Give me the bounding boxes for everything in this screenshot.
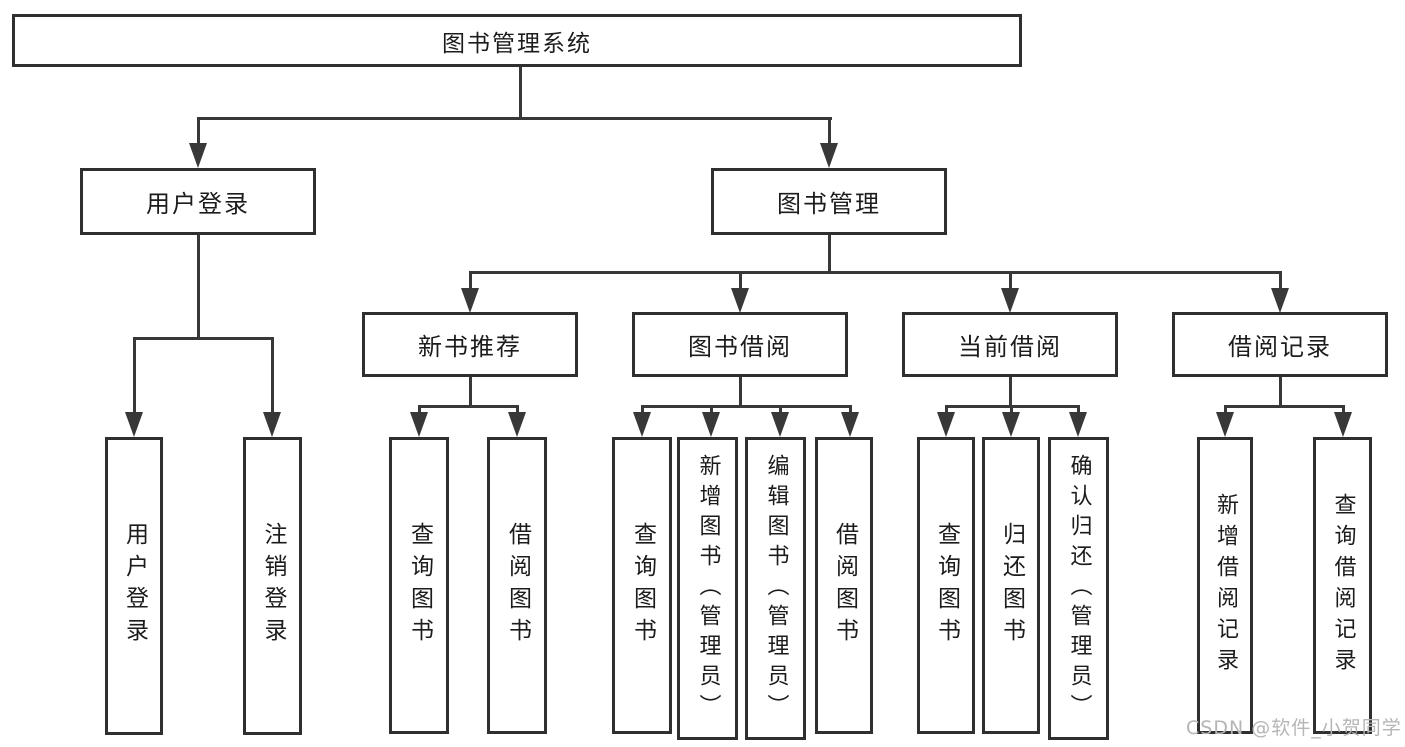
connector-arrow (1271, 288, 1289, 313)
connector-line (778, 405, 782, 414)
connector-line (1009, 405, 1013, 414)
connector-arrow (820, 143, 838, 168)
connector-line (518, 66, 522, 120)
node-root: 图书管理系统 (12, 14, 1022, 67)
connector-line (1008, 377, 1012, 406)
connector-line (848, 405, 852, 414)
connector-arrow (1002, 412, 1020, 437)
node-user-login: 用户登录 (80, 168, 316, 235)
connector-line (1223, 405, 1227, 414)
connector-line (1223, 405, 1345, 408)
connector-line (196, 117, 832, 120)
leaf-confirm-return-admin: 确认归还（管理员） (1048, 437, 1109, 740)
leaf-edit-books-admin: 编辑图书（管理员） (745, 437, 806, 740)
connector-arrow (263, 412, 281, 437)
connector-line (944, 405, 948, 414)
connector-arrow (1334, 412, 1352, 437)
connector-line (1008, 271, 1012, 289)
connector-line (468, 377, 472, 406)
connector-arrow (1069, 412, 1087, 437)
connector-arrow (508, 412, 526, 437)
node-new-book-recommend: 新书推荐 (362, 312, 578, 377)
connector-line (417, 405, 421, 414)
node-book-management: 图书管理 (711, 168, 947, 235)
connector-arrow (731, 288, 749, 313)
connector-line (132, 337, 274, 340)
csdn-watermark: CSDN @软件_小贺同学 (1186, 717, 1402, 739)
connector-line (196, 117, 200, 145)
connector-arrow (461, 288, 479, 313)
connector-line (709, 405, 713, 414)
connector-arrow (410, 412, 428, 437)
connector-line (640, 405, 852, 408)
connector-line (640, 405, 644, 414)
leaf-return-books: 归还图书 (982, 437, 1040, 734)
leaf-add-books-admin: 新增图书（管理员） (677, 437, 738, 740)
leaf-query-books-2: 查询图书 (612, 437, 672, 734)
connector-line (827, 235, 831, 272)
connector-arrow (1001, 288, 1019, 313)
connector-arrow (125, 412, 143, 437)
connector-line (196, 235, 200, 338)
leaf-query-books-1: 查询图书 (389, 437, 449, 734)
connector-arrow (1216, 412, 1234, 437)
leaf-user-login: 用户登录 (105, 437, 163, 735)
connector-line (738, 377, 742, 406)
connector-line (468, 271, 472, 289)
leaf-add-borrow-record: 新增借阅记录 (1197, 437, 1253, 734)
connector-arrow (189, 143, 207, 168)
connector-line (1278, 377, 1282, 406)
node-book-borrowing: 图书借阅 (632, 312, 848, 377)
leaf-query-borrow-record: 查询借阅记录 (1313, 437, 1372, 734)
leaf-borrow-books-1: 借阅图书 (487, 437, 547, 734)
node-current-borrowing: 当前借阅 (902, 312, 1118, 377)
connector-arrow (937, 412, 955, 437)
connector-arrow (702, 412, 720, 437)
connector-line (1341, 405, 1345, 414)
connector-line (1278, 271, 1282, 289)
connector-arrow (841, 412, 859, 437)
node-borrowing-records: 借阅记录 (1172, 312, 1388, 377)
connector-line (515, 405, 519, 414)
connector-line (132, 337, 136, 413)
connector-line (1076, 405, 1080, 414)
connector-line (417, 405, 519, 408)
leaf-borrow-books-2: 借阅图书 (815, 437, 873, 734)
connector-arrow (771, 412, 789, 437)
connector-arrow (633, 412, 651, 437)
connector-line (468, 271, 1282, 274)
connector-line (738, 271, 742, 289)
connector-line (827, 117, 831, 145)
leaf-logout: 注销登录 (243, 437, 302, 735)
connector-line (270, 337, 274, 413)
leaf-query-books-3: 查询图书 (917, 437, 975, 734)
